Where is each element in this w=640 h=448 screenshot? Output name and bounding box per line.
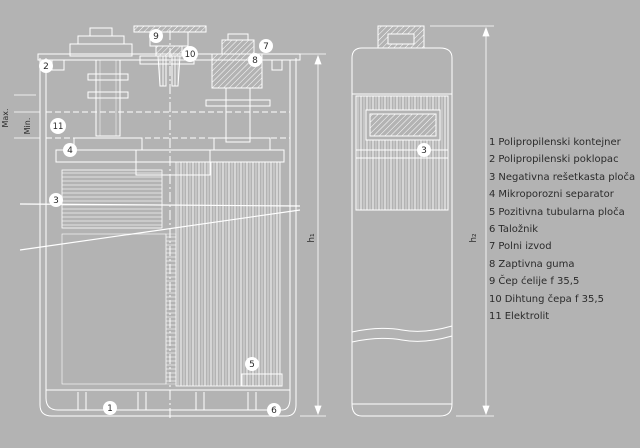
svg-text:7: 7 [263, 42, 269, 52]
right-terminal-post [205, 33, 271, 151]
h1-label: h₁ [307, 233, 317, 243]
svg-text:8: 8 [252, 56, 258, 66]
side-view [351, 25, 453, 417]
negative-plate-stack [61, 169, 163, 229]
svg-text:4: 4 [67, 146, 73, 156]
svg-text:2: 2 [43, 62, 49, 72]
callout-9: 9 [149, 29, 163, 43]
min-label: Min. [23, 118, 32, 135]
h1-dimension [300, 53, 326, 417]
svg-text:3: 3 [421, 146, 427, 156]
section-view [19, 25, 301, 420]
callout-3-section: 3 [49, 193, 63, 207]
level-dimension [14, 94, 40, 139]
svg-text:5: 5 [249, 360, 255, 370]
vent-plug [133, 25, 207, 87]
callout-11: 11 [50, 118, 66, 134]
positive-tubular-plates [175, 161, 281, 387]
max-label: Max. [1, 108, 10, 127]
left-terminal-post [69, 27, 143, 151]
svg-text:1: 1 [107, 404, 113, 414]
h2-dimension [430, 25, 494, 417]
callout-6: 6 [267, 403, 281, 417]
svg-text:9: 9 [153, 32, 159, 42]
callout-2: 2 [39, 59, 53, 73]
svg-text:11: 11 [53, 122, 64, 132]
callout-1: 1 [103, 401, 117, 415]
callout-7: 7 [259, 39, 273, 53]
container-outline [39, 58, 297, 417]
svg-text:10: 10 [185, 50, 196, 60]
callout-10: 10 [182, 46, 198, 62]
h2-label: h₂ [469, 233, 479, 243]
callouts: 1 2 3 3 4 5 6 7 8 9 10 11 [39, 29, 431, 417]
svg-text:3: 3 [53, 196, 59, 206]
callout-8: 8 [248, 53, 262, 67]
svg-text:6: 6 [271, 406, 277, 416]
callout-4: 4 [63, 143, 77, 157]
callout-3-side: 3 [417, 143, 431, 157]
callout-5: 5 [245, 357, 259, 371]
